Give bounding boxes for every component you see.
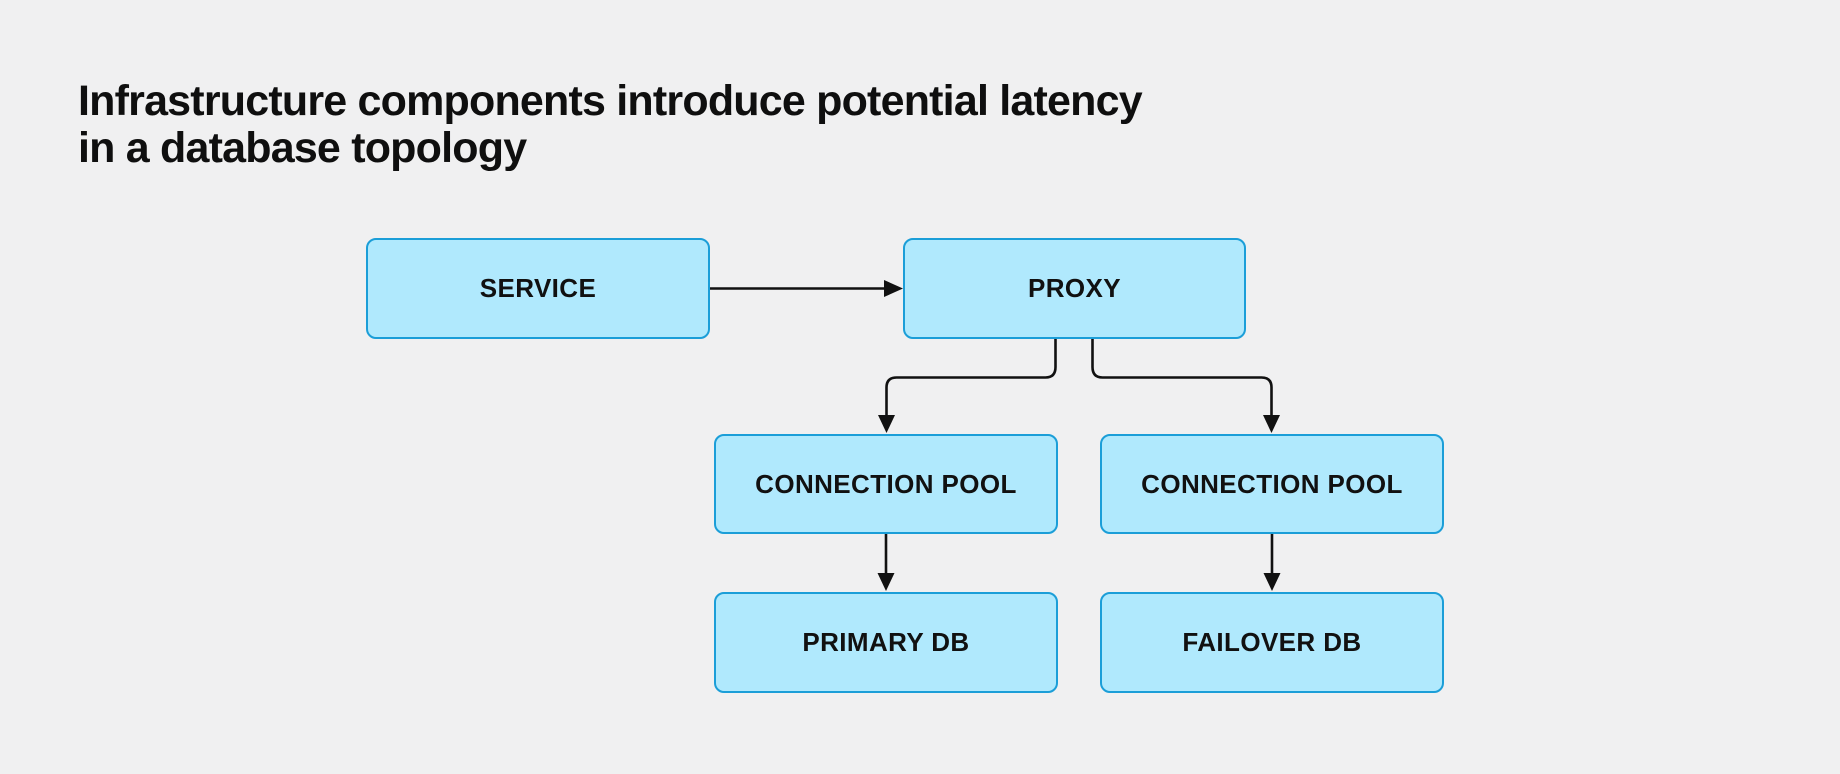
page-title: Infrastructure components introduce pote…	[78, 77, 1143, 172]
arrowhead-down-icon	[1263, 415, 1280, 433]
node-failover-db: FAILOVER DB	[1100, 592, 1444, 693]
node-primary-db: PRIMARY DB	[714, 592, 1058, 693]
page-title-line-1: Infrastructure components introduce pote…	[78, 77, 1143, 125]
edge-proxy-to-pool-right	[1091, 339, 1280, 433]
node-primary-db-label: PRIMARY DB	[802, 627, 970, 657]
node-connection-pool-right-label: CONNECTION POOL	[1141, 468, 1403, 499]
node-connection-pool-left-label: CONNECTION POOL	[755, 468, 1017, 499]
edge-pool-right-to-failover-db	[1263, 534, 1281, 591]
node-connection-pool-right: CONNECTION POOL	[1100, 434, 1444, 534]
edge-service-to-proxy	[710, 280, 903, 297]
node-service: SERVICE	[366, 238, 710, 339]
arrowhead-down-icon	[877, 573, 895, 591]
node-proxy-label: PROXY	[1027, 273, 1122, 303]
arrowhead-down-icon	[878, 415, 895, 433]
arrowhead-down-icon	[1263, 573, 1281, 591]
node-service-label: SERVICE	[479, 273, 597, 303]
edge-pool-left-to-primary-db	[877, 534, 895, 591]
edge-proxy-to-pool-left	[878, 339, 1057, 433]
arrowhead-right-icon	[884, 280, 903, 297]
node-failover-db-label: FAILOVER DB	[1182, 627, 1362, 657]
node-connection-pool-left: CONNECTION POOL	[714, 434, 1058, 534]
page-title-line-2: in a database topology	[78, 124, 527, 172]
node-proxy: PROXY	[903, 238, 1246, 339]
